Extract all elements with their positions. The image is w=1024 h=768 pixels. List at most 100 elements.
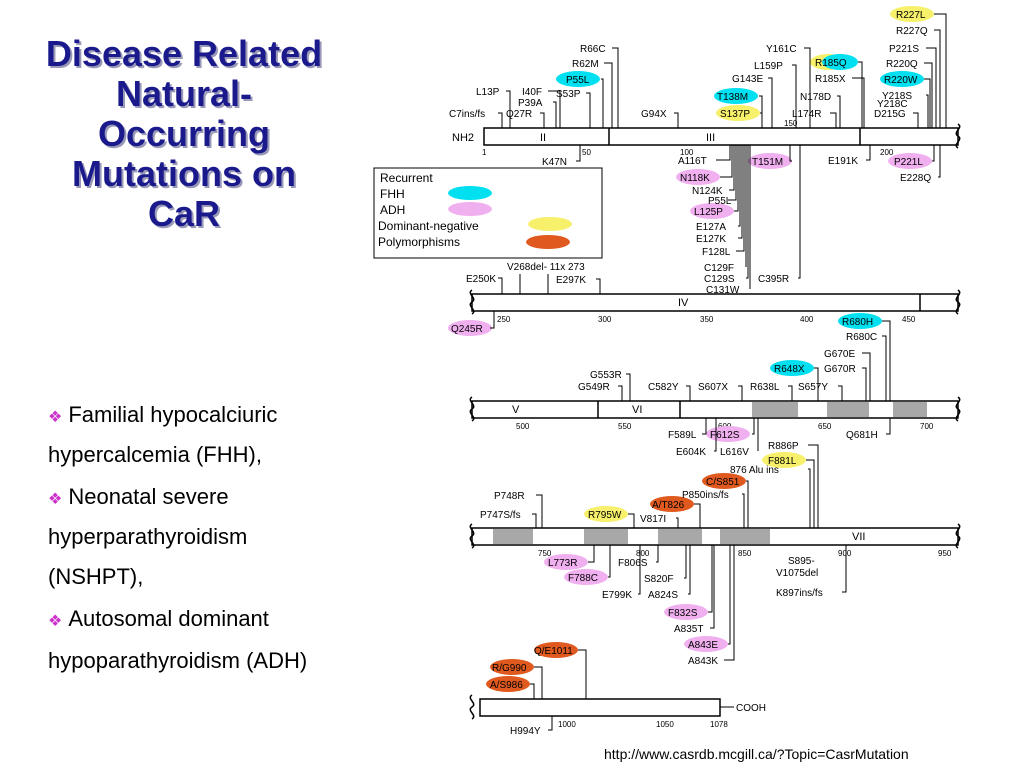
bullet-text: Familial hypocalciuric (68, 402, 278, 427)
leader-line (806, 459, 815, 528)
polymorphism-highlight (534, 642, 578, 658)
leader-line (532, 513, 537, 528)
break-mark-icon (955, 289, 961, 315)
mutation-label: E799K (602, 590, 632, 601)
fhh-highlight (822, 54, 858, 70)
mutation-label: F881L (768, 456, 797, 467)
polymorphism-highlight (486, 676, 530, 692)
break-mark-icon (469, 396, 475, 422)
mutation-label: N124K (692, 186, 723, 197)
leader-line (596, 278, 601, 294)
mutation-label: R185Q (815, 58, 847, 69)
dominant-negative-highlight (584, 506, 628, 522)
leader-line (830, 112, 837, 128)
transmembrane-segment (752, 402, 798, 417)
leader-line (604, 62, 613, 128)
tick-label: 700 (920, 422, 934, 431)
legend-label: ADH (380, 203, 405, 217)
mutation-label: G670E (824, 349, 855, 360)
bullet-fhh: ❖ Familial hypocalciuric (48, 402, 277, 428)
adh-highlight (888, 153, 932, 169)
fhh-highlight (838, 313, 882, 329)
leader-line (530, 683, 535, 699)
title-line: Mutations on (72, 153, 296, 194)
leader-line (720, 145, 733, 178)
mutation-label: G670R (824, 364, 856, 375)
leader-line (808, 444, 819, 528)
leader-line (934, 29, 941, 128)
mutation-label: T138M (717, 92, 748, 103)
diamond-bullet-icon: ❖ (48, 409, 63, 426)
leader-line (746, 480, 749, 528)
title-line: Occurring (97, 113, 271, 154)
mutation-label: S607X (698, 382, 728, 393)
tick-label: 650 (818, 422, 832, 431)
mutation-label: D215G (874, 109, 906, 120)
mutation-label: C129S (704, 274, 735, 285)
leader-line (638, 545, 641, 595)
leader-line (612, 47, 619, 128)
mutation-label: G143E (732, 74, 763, 85)
leader-line (576, 145, 581, 162)
mutation-label: E604K (676, 447, 706, 458)
leader-line (618, 385, 623, 401)
mutation-label: E127K (696, 234, 726, 245)
mutation-label: P39A (518, 98, 543, 109)
tick-label: 900 (838, 549, 852, 558)
mutation-label: R638L (750, 382, 780, 393)
diamond-bullet-icon: ❖ (48, 491, 63, 508)
protein-bar (479, 698, 721, 717)
leader-line (728, 145, 737, 201)
bullet-text: (NSHPT), (48, 564, 144, 589)
leader-line (498, 112, 503, 128)
mutation-label: F128L (702, 247, 731, 258)
mutation-label: S137P (720, 109, 750, 120)
mutation-label: E127A (696, 222, 726, 233)
leader-line (814, 367, 819, 401)
transmembrane-segment (493, 529, 533, 544)
leader-line (926, 94, 929, 128)
domain-label: VII (852, 531, 865, 543)
mutation-label: Q/E1011 (534, 646, 573, 657)
adh-highlight (748, 153, 792, 169)
break-mark-icon (469, 523, 475, 549)
protein-row-3: V VI 500 550 600 650 700 G549R G553R C58… (469, 313, 961, 458)
mutation-label: C582Y (648, 382, 679, 393)
leader-line (852, 77, 865, 128)
tick-label: 50 (582, 148, 591, 157)
bullet-text: Neonatal severe (68, 484, 229, 509)
mutation-label: R680C (846, 332, 877, 343)
legend: Recurrent FHH ADH Dominant-negative Poly… (373, 167, 603, 259)
leader-line (738, 145, 743, 239)
mutation-label: N178D (800, 92, 831, 103)
mutation-label: L13P (476, 87, 500, 98)
mutation-label: R648X (774, 364, 805, 375)
leader-line (729, 145, 735, 191)
mutation-label: A835T (674, 624, 703, 635)
leader-line (686, 385, 691, 401)
adh-highlight (664, 604, 708, 620)
leader-line (724, 545, 735, 661)
leader-line (534, 666, 543, 699)
mutation-label: A/T826 (652, 500, 685, 511)
leader-line (716, 145, 731, 161)
leader-line (808, 468, 811, 528)
title-line: Disease Related (45, 33, 323, 74)
leader-line (882, 320, 891, 401)
mutation-label: 876 Alu ins (730, 465, 779, 476)
transmembrane-segment (584, 529, 628, 544)
leader-line (676, 517, 679, 528)
leader-line (519, 274, 549, 294)
mutation-label: R680H (842, 317, 873, 328)
leader-line (746, 145, 749, 279)
mutation-label: V1075del (776, 568, 818, 579)
n-terminus-label: NH2 (452, 132, 474, 144)
leader-line (728, 545, 731, 645)
leader-line (838, 385, 843, 401)
tick-label: 250 (497, 315, 511, 324)
mutation-label: Y218S (882, 91, 912, 102)
mutation-label: R227Q (896, 26, 928, 37)
leader-line (837, 95, 841, 128)
break-mark-icon (955, 123, 961, 149)
